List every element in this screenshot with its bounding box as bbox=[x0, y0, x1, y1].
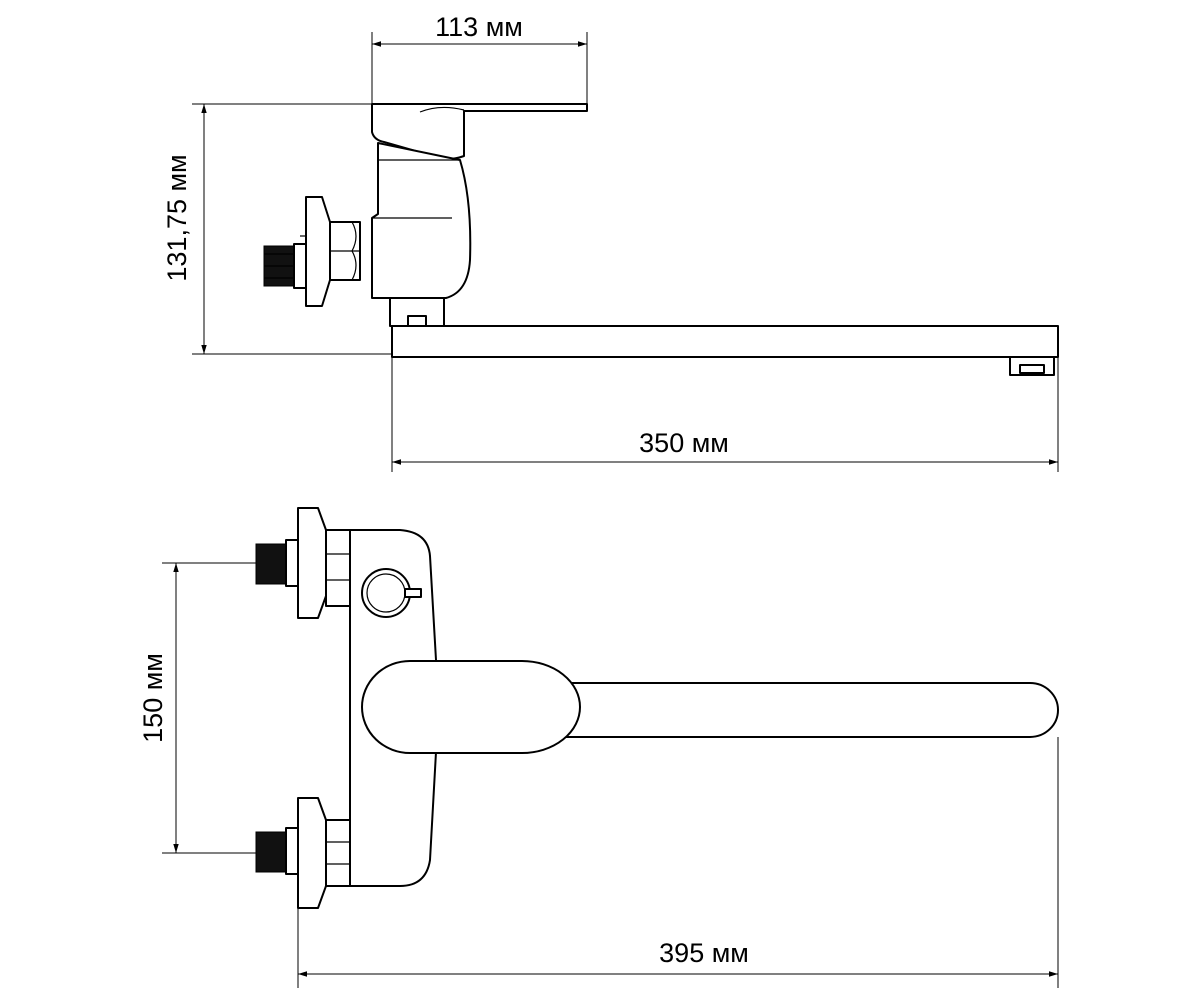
front-lever-handle bbox=[361, 660, 581, 754]
side-spout bbox=[391, 325, 1059, 358]
dimension-spout-length: 350 мм bbox=[391, 357, 1059, 472]
dimension-top-width: 113 мм bbox=[371, 12, 588, 104]
dimension-height: 131,75 мм bbox=[162, 103, 392, 355]
front-lower-inlet bbox=[255, 797, 351, 909]
dimension-label-inlet-spacing: 150 мм bbox=[138, 653, 168, 743]
front-diverter-knob bbox=[361, 568, 411, 618]
dimension-label-height: 131,75 мм bbox=[162, 154, 192, 281]
side-mixer-body bbox=[371, 142, 472, 299]
front-view: 150 мм bbox=[138, 507, 1059, 988]
front-upper-inlet bbox=[255, 507, 351, 619]
dimension-label-spout-length: 350 мм bbox=[639, 428, 729, 458]
side-eccentric-flange bbox=[305, 196, 331, 307]
dimension-inlet-spacing: 150 мм bbox=[138, 562, 270, 854]
dimension-label-total-length: 395 мм bbox=[659, 938, 749, 968]
side-view: 113 мм 131,75 мм bbox=[162, 12, 1059, 472]
dimension-total-length: 395 мм bbox=[297, 737, 1059, 988]
dimension-label-top-width: 113 мм bbox=[435, 12, 523, 42]
front-spout bbox=[559, 682, 1059, 738]
